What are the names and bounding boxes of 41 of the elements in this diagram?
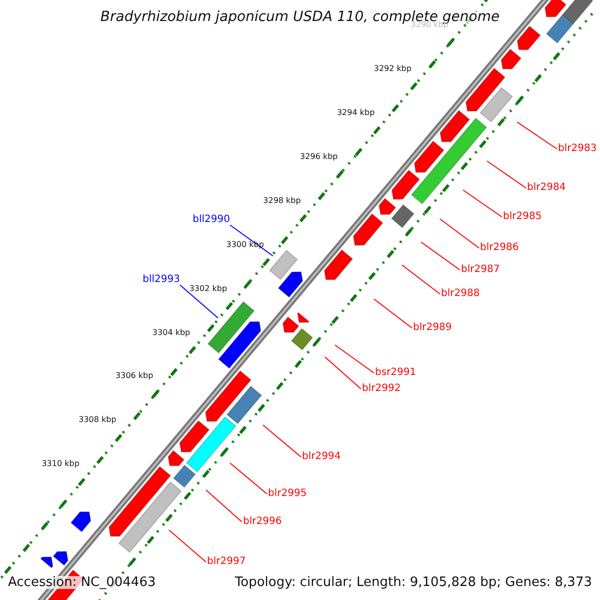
gene-label: blr2988 (441, 289, 480, 299)
leader-line (230, 462, 268, 494)
leader-line (486, 160, 526, 188)
gene-label: bll2993 (142, 275, 180, 285)
gene-label: blr2986 (480, 243, 519, 253)
scale-label: 3310 kbp (42, 460, 80, 468)
scale-label: 3306 kbp (116, 372, 154, 380)
leader-line (324, 356, 362, 390)
leader-line (516, 122, 558, 150)
gene-label: blr2994 (302, 452, 341, 462)
gene-label: bsr2991 (375, 368, 416, 378)
leader-line (402, 264, 440, 294)
scale-label: 3308 kbp (78, 416, 116, 424)
gene-label: blr2983 (558, 144, 597, 154)
leader-line (374, 298, 412, 328)
gene-label: blr2987 (461, 265, 500, 275)
gene-label: blr2989 (413, 323, 452, 333)
leader-line (420, 242, 460, 270)
gene-label: blr2992 (362, 384, 401, 394)
gene-label: blr2996 (243, 517, 282, 527)
gene-label: blr2985 (503, 212, 542, 222)
footer-text: Accession: NC_004463 (8, 576, 156, 589)
scale-label: 3298 kbp (263, 196, 301, 205)
leader-line (334, 344, 374, 374)
gene-label: bll2990 (192, 215, 230, 225)
leader-line (440, 218, 480, 248)
scale-label: 3302 kbp (189, 284, 228, 293)
leader-line (168, 530, 206, 562)
gene-label: blr2997 (207, 557, 246, 567)
leader-line (180, 284, 218, 318)
leader-line (206, 490, 242, 522)
scale-label: 3304 kbp (152, 328, 190, 337)
scale-label: 3294 kbp (336, 108, 375, 117)
footer-text: Topology: circular; Length: 9,105,828 bp; Genes: 8,373 (234, 576, 592, 589)
gene-label: blr2995 (268, 489, 307, 499)
scale-label: 3296 kbp (300, 152, 338, 161)
leader-line (462, 190, 502, 218)
leader-line (230, 224, 274, 256)
scale-label: 3292 kbp (374, 64, 412, 73)
leader-line (262, 424, 302, 458)
gene-label: blr2984 (527, 183, 566, 193)
